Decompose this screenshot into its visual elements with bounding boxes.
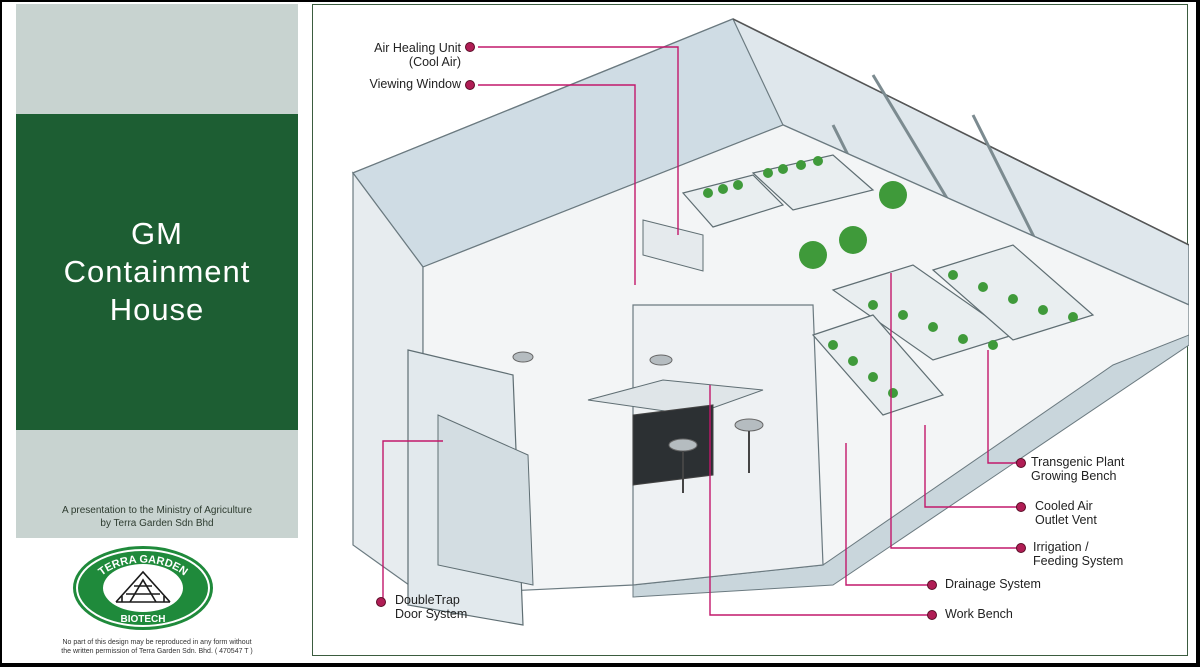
marker-work-bench (927, 610, 937, 620)
marker-double-trap (376, 597, 386, 607)
title-block: GM Containment House (16, 114, 298, 430)
greenhouse-illustration (351, 18, 1189, 626)
copyright-note: No part of this design may be reproduced… (16, 638, 298, 656)
svg-text:BIOTECH: BIOTECH (121, 614, 166, 625)
footer-band (16, 430, 298, 538)
marker-viewing-window (465, 80, 475, 90)
marker-irrigation (1016, 543, 1026, 553)
callout-air-healing-unit: Air Healing Unit (Cool Air) (341, 41, 461, 69)
title-line-1: GM (131, 216, 183, 251)
callout-drainage-system: Drainage System (945, 577, 1041, 591)
air-unit-label: Air Healing Unit (374, 41, 461, 55)
title-panel: GM Containment House A presentation to t… (16, 4, 298, 656)
header-band (16, 4, 298, 114)
terra-garden-logo: TERRA GARDEN BIOTECH (70, 544, 216, 632)
irrigation-sublabel: Feeding System (1033, 554, 1124, 568)
marker-air-unit (465, 42, 475, 52)
presentation-line-2: by Terra Garden Sdn Bhd (100, 518, 214, 529)
presentation-note: A presentation to the Ministry of Agricu… (16, 504, 298, 530)
cooled-air-label: Cooled Air (1035, 499, 1093, 513)
callout-cooled-air-vent: Cooled Air Outlet Vent (1035, 499, 1097, 527)
callout-irrigation-system: Irrigation / Feeding System (1033, 540, 1123, 568)
double-trap-label: DoubleTrap (395, 593, 460, 607)
copyright-line-1: No part of this design may be reproduced… (62, 639, 252, 646)
irrigation-label: Irrigation / (1033, 540, 1089, 554)
marker-drainage (927, 580, 937, 590)
cooled-air-sublabel: Outlet Vent (1035, 513, 1097, 527)
air-unit-sublabel: (Cool Air) (408, 55, 461, 69)
callout-work-bench: Work Bench (945, 607, 1013, 621)
title-line-2: Containment (63, 254, 251, 289)
presentation-line-1: A presentation to the Ministry of Agricu… (61, 505, 253, 516)
greenhouse-diagram: Air Healing Unit (Cool Air) Viewing Wind… (312, 4, 1189, 656)
transgenic-sublabel: Growing Bench (1031, 469, 1117, 483)
callout-double-trap-door: DoubleTrap Door System (395, 593, 467, 621)
title-line-3: House (109, 292, 205, 327)
marker-transgenic (1016, 458, 1026, 468)
marker-cooled-air (1016, 502, 1026, 512)
copyright-line-2: the written permission of Terra Garden S… (61, 648, 253, 655)
double-trap-sublabel: Door System (395, 607, 468, 621)
callout-viewing-window: Viewing Window (369, 77, 461, 91)
callout-transgenic-bench: Transgenic Plant Growing Bench (1031, 455, 1124, 483)
transgenic-label: Transgenic Plant (1031, 455, 1125, 469)
